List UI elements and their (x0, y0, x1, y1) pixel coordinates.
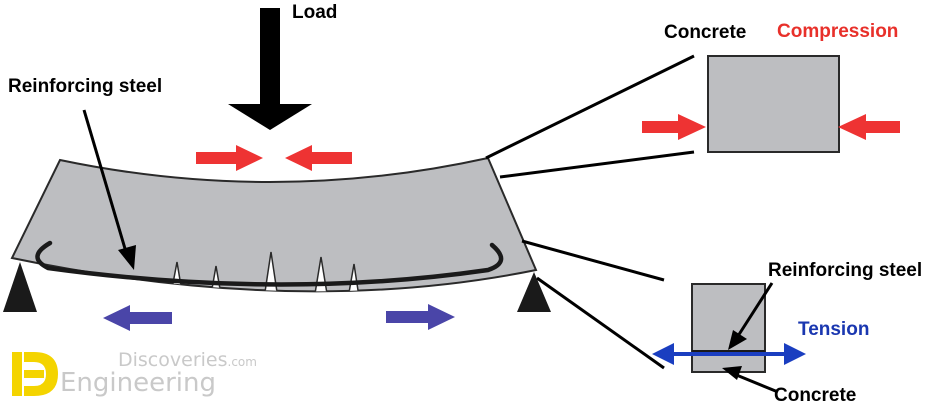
tension-label: Tension (798, 319, 870, 340)
section-tension-arrow-left (652, 343, 674, 365)
left-support (3, 262, 37, 312)
section-compression-arrow-right (838, 114, 900, 140)
concrete-beam (10, 156, 538, 293)
leader-top-1 (485, 54, 695, 160)
load-arrow (228, 8, 312, 130)
watermark-logo (12, 352, 58, 396)
section-tension-arrow-right (784, 343, 806, 365)
steel-pointer-arrow (82, 109, 136, 270)
leader-bottom-1 (521, 239, 665, 282)
right-support (517, 272, 551, 312)
compression-arrow-right (196, 145, 263, 171)
crack (345, 263, 362, 292)
crack (261, 251, 281, 292)
compression-arrow-left (285, 145, 352, 171)
tension-section-box (691, 283, 766, 373)
tension-arrow-right (386, 304, 455, 330)
load-label: Load (292, 2, 338, 23)
reinforcing-steel-bar (35, 240, 504, 287)
tension-arrows-beam (103, 304, 455, 331)
tension-arrows-section (652, 343, 806, 365)
compression-arrows-section (642, 114, 900, 140)
watermark-line1: Discoveries.com (118, 349, 257, 371)
section-concrete-pointer (722, 366, 779, 394)
compression-arrows-beam (196, 145, 352, 171)
section-steel-pointer (728, 282, 774, 350)
concrete-label-top: Concrete (664, 22, 747, 43)
leader-bottom-2 (536, 276, 665, 370)
leader-top-2 (499, 150, 695, 179)
watermark-line2: Engineering (60, 368, 216, 398)
section-compression-arrow-left (642, 114, 706, 140)
compression-label: Compression (777, 21, 899, 42)
reinforcing-steel-label-beam: Reinforcing steel (8, 76, 163, 97)
compression-section-box (707, 55, 840, 153)
concrete-label-bottom: Concrete (774, 385, 857, 406)
leader-lines (485, 54, 695, 370)
tension-arrow-left (103, 305, 172, 331)
reinforcing-steel-label-section: Reinforcing steel (768, 260, 923, 281)
